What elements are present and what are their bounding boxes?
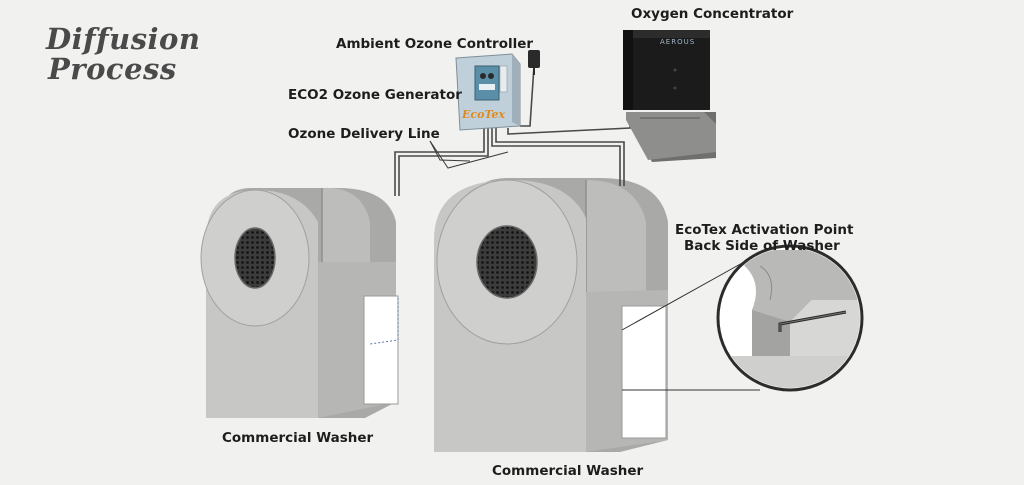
ambient-ozone-controller-device — [528, 50, 540, 75]
delivery-line-pointers — [429, 140, 509, 169]
concentrator-brand-logo: AEROUS — [660, 38, 695, 46]
washer-right — [434, 178, 668, 452]
generator-brand-logo: EcoTex — [461, 108, 505, 121]
title-line-1: Diffusion — [46, 22, 201, 56]
activation-point-magnifier — [621, 244, 864, 392]
eco2-ozone-generator-device: EcoTex — [455, 53, 521, 131]
label-activation-point-line-2: Back Side of Washer — [684, 238, 840, 254]
title-line-2: Process — [48, 52, 177, 86]
ozone-delivery-line-tubing — [394, 65, 631, 196]
diagram-title: Diffusion Process — [46, 24, 200, 84]
oxygen-concentrator-device: AEROUS — [623, 30, 716, 162]
label-washer-right: Commercial Washer — [492, 463, 644, 479]
label-ambient-ozone-controller: Ambient Ozone Controller — [336, 36, 534, 52]
label-washer-left: Commercial Washer — [222, 430, 374, 446]
label-ozone-delivery-line: Ozone Delivery Line — [288, 126, 440, 142]
label-eco2-ozone-generator: ECO2 Ozone Generator — [288, 87, 462, 103]
label-oxygen-concentrator: Oxygen Concentrator — [631, 6, 794, 22]
washer-left — [200, 187, 399, 418]
label-activation-point-line-1: EcoTex Activation Point — [675, 222, 854, 238]
